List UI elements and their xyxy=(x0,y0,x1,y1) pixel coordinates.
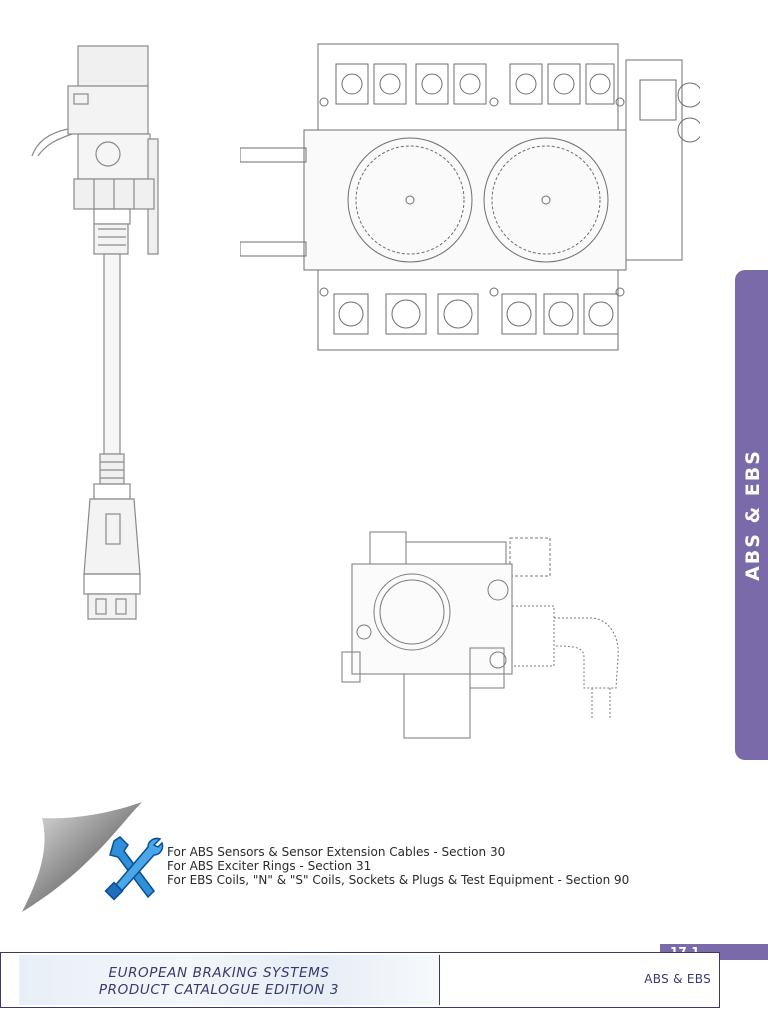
side-tab-label: ABS & EBS xyxy=(742,449,764,581)
page-curl-icon xyxy=(20,800,145,919)
note-line: For ABS Sensors & Sensor Extension Cable… xyxy=(167,845,506,859)
footer: EUROPEAN BRAKING SYSTEMS PRODUCT CATALOG… xyxy=(0,952,720,1008)
wrench-screwdriver-icon xyxy=(104,835,166,905)
note-line: For ABS Exciter Rings - Section 31 xyxy=(167,859,372,873)
ebs-modulator-drawing xyxy=(240,40,700,360)
abs-modulator-valve-drawing xyxy=(340,528,630,743)
footer-title-line-1: EUROPEAN BRAKING SYSTEMS xyxy=(108,965,330,981)
related-sections-note: For ABS Sensors & Sensor Extension Cable… xyxy=(167,845,629,887)
note-line: For EBS Coils, "N" & "S" Coils, Sockets … xyxy=(167,873,630,887)
footer-title-panel: EUROPEAN BRAKING SYSTEMS PRODUCT CATALOG… xyxy=(19,955,440,1005)
footer-title-line-2: PRODUCT CATALOGUE EDITION 3 xyxy=(98,982,340,998)
sensor-cable-drawing xyxy=(28,44,168,624)
section-side-tab: ABS & EBS xyxy=(735,270,768,760)
footer-section-label: ABS & EBS xyxy=(644,972,711,986)
